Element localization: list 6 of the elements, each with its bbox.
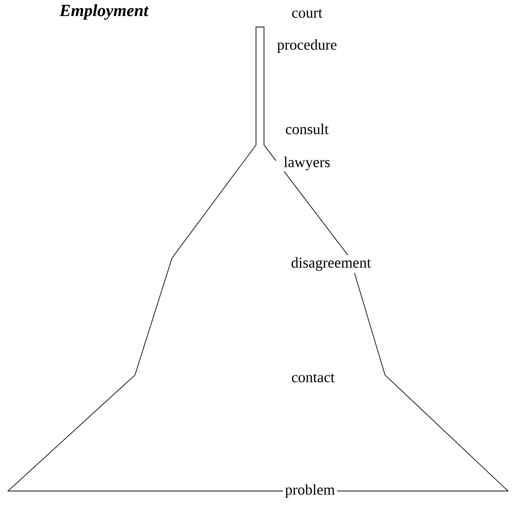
- stage-label: problem: [283, 482, 337, 500]
- stage-label: disagreement: [289, 255, 373, 273]
- stage-label: consult lawyers: [276, 122, 338, 172]
- stage-label: court procedure: [276, 8, 338, 54]
- title: Employment: [59, 4, 149, 20]
- stage-label: contact: [289, 372, 337, 384]
